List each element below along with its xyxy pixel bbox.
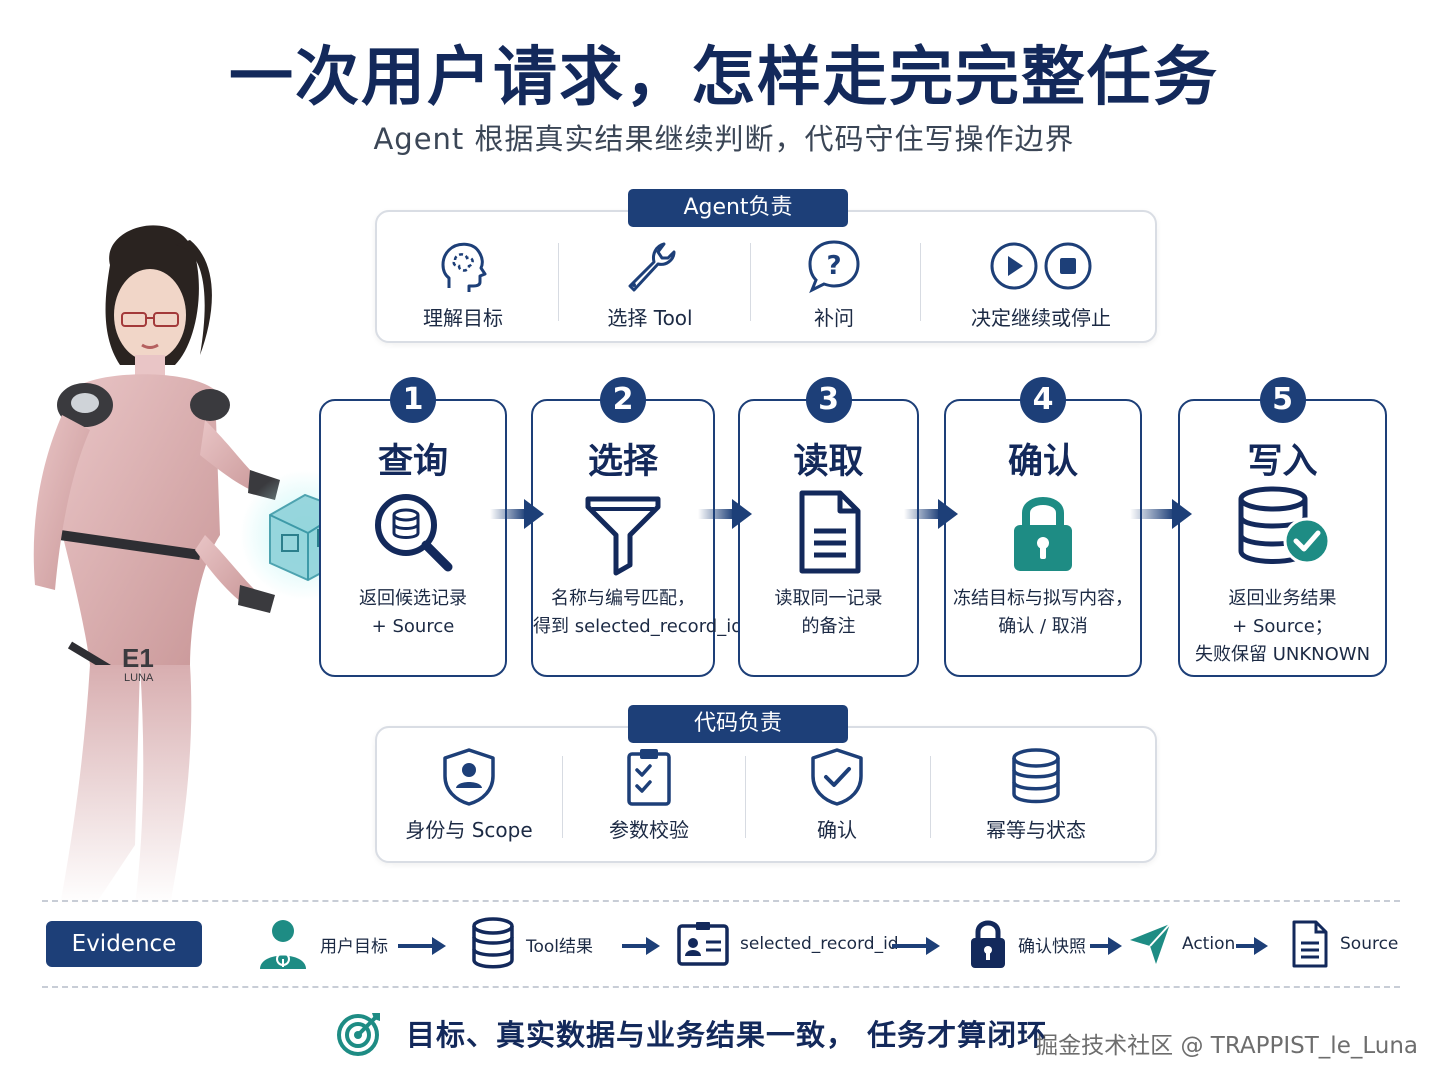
step-number: 4 [1020,377,1066,423]
code-item-idempotency-state: 幂等与状态 [976,746,1096,843]
step-title: 确认 [1007,442,1078,482]
evidence-user-goal: 用户目标 [256,913,388,975]
code-item-label: 幂等与状态 [986,818,1086,842]
agent-item-label: 决定继续或停止 [971,306,1111,330]
agent-divider [558,243,559,321]
database-icon [1012,748,1060,804]
agent-item-ask-back: ? 补问 [782,236,886,331]
flow-arrow-icon [904,499,958,529]
step-description: 返回候选记录 + Source [359,588,467,637]
agent-item-label: 选择 Tool [607,306,693,330]
step-description: 名称与编号匹配， 得到 selected_record_id [533,588,743,637]
agent-responsibility-panel [375,210,1157,343]
document-icon [1292,920,1328,968]
document-icon [799,490,860,574]
flow-arrow-icon [1130,499,1192,529]
code-item-param-validation: 参数校验 [596,746,702,843]
user-goal-icon [260,920,306,969]
agent-divider [750,243,751,321]
arrow-right-icon [1090,937,1122,955]
agent-item-label: 补问 [814,306,854,330]
evidence-selected-record-id: selected_record_id [676,913,899,975]
step-title: 写入 [1247,442,1318,482]
watermark: 掘金技术社区 @ TRAPPIST_le_Luna [1035,1033,1418,1059]
step-title: 读取 [793,442,864,482]
agent-item-continue-or-stop: 决定继续或停止 [955,236,1127,331]
filter-icon [585,496,661,576]
database-search-icon [375,494,453,572]
evidence-item-label: Tool结果 [526,936,594,957]
id-card-icon [677,922,729,966]
suit-name: LUNA [124,672,154,684]
conclusion-text: 目标、真实数据与业务结果一致， 任务才算闭环 [406,1018,1048,1052]
step-title: 选择 [587,442,658,482]
lock-icon [971,920,1005,968]
clipboard-check-icon [627,749,671,806]
shield-user-icon [443,748,495,806]
agent-item-label: 理解目标 [423,306,503,330]
step-description: 冻结目标与拟写内容， 确认 / 取消 [953,588,1133,637]
code-item-identity-scope: 身份与 Scope [398,746,540,843]
evidence-source: Source [1290,913,1398,975]
agent-divider [920,243,921,321]
code-divider [562,756,563,838]
head-brain-icon [441,242,487,292]
step-description: 读取同一记录 的备注 [774,588,883,637]
target-icon [337,1013,380,1056]
lock-icon [1014,497,1072,571]
wrench-icon [628,242,676,292]
evidence-item-label: 确认快照 [1018,936,1086,957]
shield-check-icon [811,748,863,806]
code-divider [745,756,746,838]
step-2-select: 2 选择 名称与编号匹配， 得到 selected_record_id [531,377,743,677]
code-item-label: 身份与 Scope [405,818,533,842]
conclusion: 目标、真实数据与业务结果一致， 任务才算闭环 [336,1008,1047,1058]
evidence-action: Action [1128,913,1235,975]
step-number: 1 [390,377,436,423]
step-3-read: 3 读取 读取同一记录 的备注 [738,377,919,677]
database-check-icon [1238,486,1330,565]
flow-arrow-icon [698,499,752,529]
agent-item-choose-tool: 选择 Tool [585,236,715,331]
step-number: 5 [1259,377,1306,423]
evidence-item-label: Action [1182,934,1236,954]
arrow-right-icon [622,937,660,955]
divider-bottom [42,986,1400,988]
page-title: 一次用户请求，怎样走完完整任务 [229,41,1219,115]
step-4-confirm: 4 确认 冻结目标与拟写内容， 确认 / 取消 [944,377,1142,677]
divider-top [42,900,1400,902]
agent-item-understand-goal: 理解目标 [400,236,526,331]
evidence-item-label: 用户目标 [320,936,388,957]
arrow-right-icon [398,937,446,955]
question-bubble-icon: ? [808,240,860,294]
evidence-item-label: selected_record_id [740,934,899,954]
step-title: 查询 [377,442,448,482]
arrow-right-icon [1236,937,1268,955]
step-description: 返回业务结果 + Source； 失败保留 UNKNOWN [1194,588,1371,665]
code-item-confirm: 确认 [790,746,884,843]
agent-panel-label: Agent负责 [628,189,848,227]
code-panel-label: 代码负责 [628,705,848,743]
evidence-tool-result: Tool结果 [470,913,593,975]
evidence-confirm-snapshot: 确认快照 [968,913,1086,975]
step-1-query: 1 查询 返回候选记录 + Source [319,377,507,677]
play-stop-icon [990,242,1092,290]
page-subtitle: Agent 根据真实结果继续判断，代码守住写操作边界 [373,122,1075,156]
code-item-label: 确认 [817,818,857,842]
flow-arrow-icon [490,499,544,529]
send-icon [1130,923,1171,964]
code-item-label: 参数校验 [609,818,689,842]
database-icon [472,917,514,969]
arrow-right-icon [892,937,940,955]
evidence-badge: Evidence [46,921,202,967]
step-5-write: 5 写入 返回业务结果 + Source； 失败保留 UNKNOWN [1178,377,1387,677]
step-number: 3 [805,377,852,423]
code-divider [930,756,931,838]
code-responsibility-panel [375,726,1157,863]
evidence-item-label: Source [1340,934,1399,954]
step-number: 2 [600,377,646,423]
suit-code: E1 [122,643,154,673]
svg-text:?: ? [826,251,841,281]
